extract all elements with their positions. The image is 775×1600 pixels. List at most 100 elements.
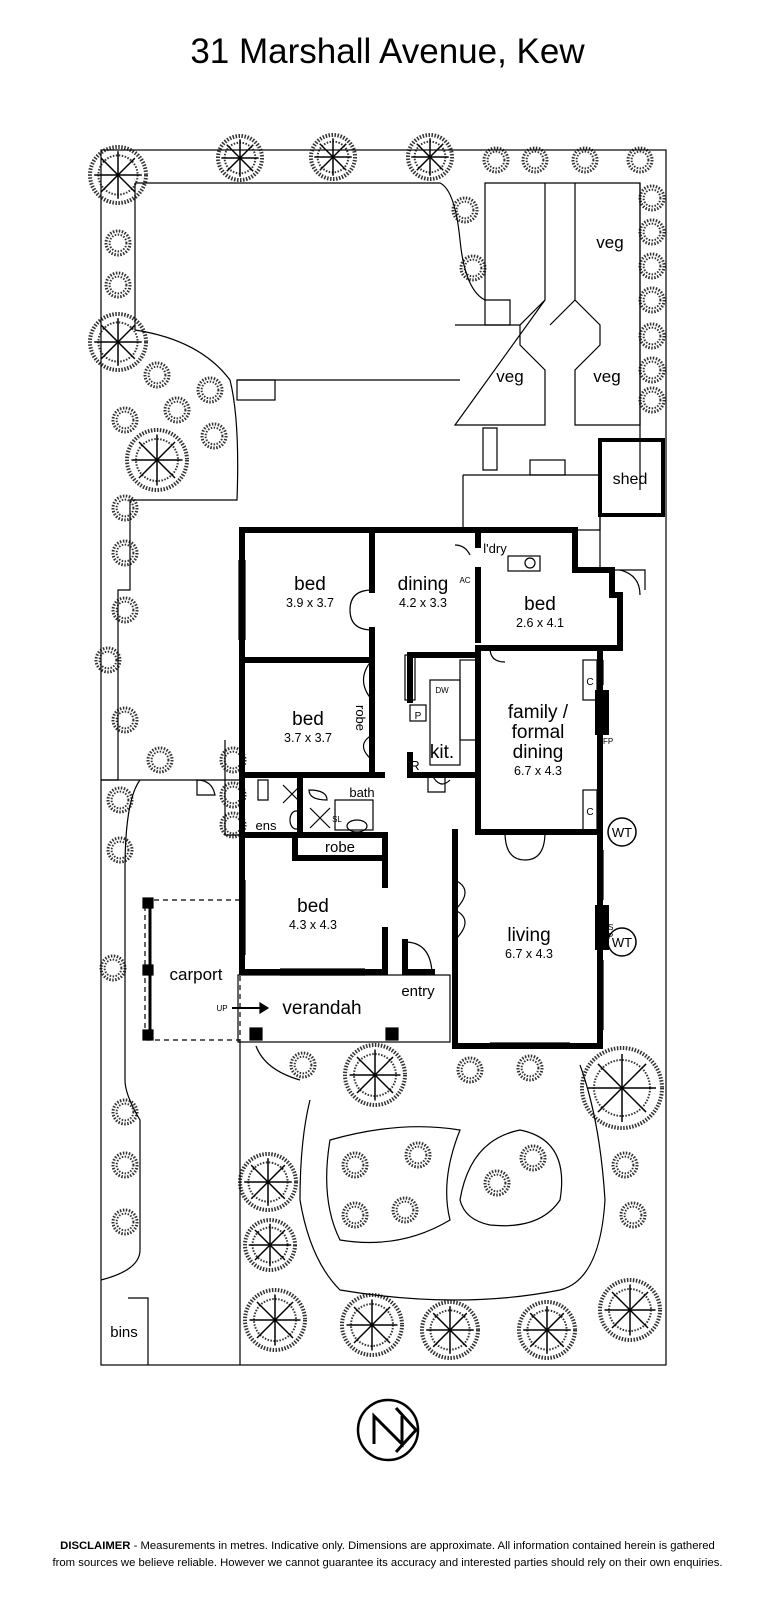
tree-icon — [626, 146, 654, 174]
bed1-dims: 3.9 x 3.7 — [286, 596, 334, 610]
bed3-dims: 3.7 x 3.7 — [284, 731, 332, 745]
tree-icon — [638, 322, 666, 350]
veg-label-2: veg — [496, 367, 523, 386]
tree-icon — [483, 1169, 511, 1197]
ac-label: AC — [459, 576, 470, 585]
tree-icon — [125, 428, 189, 492]
cupboard-label-2: C — [586, 807, 593, 818]
tree-icon — [111, 494, 139, 522]
tree-icon — [611, 1151, 639, 1179]
doors — [142, 544, 641, 1043]
tree-icon — [200, 422, 228, 450]
tree-icon — [104, 271, 132, 299]
family-label-1: family / — [508, 702, 569, 723]
robe2-label: robe — [325, 839, 355, 856]
page-title: 31 Marshall Avenue, Kew — [190, 32, 585, 71]
tree-icon — [456, 1056, 484, 1084]
tree-icon — [340, 1293, 404, 1357]
tree-icon — [517, 1300, 577, 1360]
tree-icon — [482, 146, 510, 174]
living-label: living — [507, 925, 550, 946]
tree-icon — [619, 1201, 647, 1229]
bed3-label: bed — [292, 709, 324, 730]
robe1-label: robe — [353, 705, 368, 731]
north-arrow-icon — [356, 1398, 420, 1462]
fridge-label: R — [410, 758, 419, 773]
bed1-label: bed — [294, 574, 326, 595]
water-tank-label-1: WT — [612, 825, 632, 840]
tree-icon — [343, 1043, 407, 1107]
tree-icon — [106, 836, 134, 864]
disclaimer-heading: DISCLAIMER — [60, 1540, 131, 1552]
tree-icon — [638, 184, 666, 212]
tree-icon — [163, 396, 191, 424]
up-label: UP — [216, 1004, 227, 1013]
water-tank-label-2: WT — [612, 935, 632, 950]
dining-label: dining — [398, 574, 449, 595]
tree-icon — [106, 786, 134, 814]
tree-icon — [521, 146, 549, 174]
gas-label: GAS — [597, 923, 614, 932]
tree-icon — [309, 133, 357, 181]
tree-icon — [238, 1152, 298, 1212]
verandah-label: verandah — [282, 998, 361, 1019]
trees — [88, 133, 666, 1360]
tree-icon — [216, 134, 264, 182]
tree-icon — [638, 252, 666, 280]
bath-label: bath — [349, 785, 374, 800]
disclaimer: DISCLAIMER - Measurements in metres. Ind… — [0, 1538, 775, 1572]
tree-icon — [341, 1151, 369, 1179]
family-label-3: dining — [513, 742, 564, 763]
cupboard-label-1: C — [586, 677, 593, 688]
carport-label: carport — [170, 965, 223, 984]
tree-icon — [143, 361, 171, 389]
tree-icon — [111, 406, 139, 434]
family-dims: 6.7 x 4.3 — [514, 764, 562, 778]
tree-icon — [111, 539, 139, 567]
tree-icon — [404, 1141, 432, 1169]
tree-icon — [420, 1300, 480, 1360]
tree-icon — [516, 1054, 544, 1082]
tree-icon — [519, 1144, 547, 1172]
tree-icon — [111, 1208, 139, 1236]
tree-icon — [451, 196, 479, 224]
pantry-label: P — [415, 711, 422, 722]
tree-icon — [111, 1151, 139, 1179]
laundry-label: l'dry — [483, 541, 507, 556]
tree-icon — [638, 356, 666, 384]
tree-icon — [111, 1098, 139, 1126]
veg-label-1: veg — [596, 233, 623, 252]
bed4-label: bed — [297, 896, 329, 917]
tree-icon — [406, 133, 454, 181]
tree-icon — [196, 376, 224, 404]
bins-label: bins — [110, 1324, 138, 1341]
dw-label: DW — [435, 686, 449, 695]
tree-icon — [391, 1196, 419, 1224]
garden-lines — [100, 182, 665, 1365]
bed4-dims: 4.3 x 4.3 — [289, 918, 337, 932]
disclaimer-line-1: - Measurements in metres. Indicative onl… — [130, 1540, 715, 1552]
tree-icon — [243, 1288, 307, 1352]
tree-icon — [88, 312, 148, 372]
tree-icon — [638, 218, 666, 246]
shed-label: shed — [613, 471, 648, 488]
bed2-label: bed — [524, 594, 556, 615]
bed2-dims: 2.6 x 4.1 — [516, 616, 564, 630]
veg-label-3: veg — [593, 367, 620, 386]
family-label-2: formal — [512, 722, 565, 743]
site-boundary — [100, 149, 667, 1366]
ofp-label: OFP — [597, 737, 613, 746]
tree-icon — [580, 1046, 664, 1130]
gas-ofp-label: OFP — [597, 932, 613, 941]
tree-icon — [104, 229, 132, 257]
kitchen-label: kit. — [430, 742, 454, 763]
tree-icon — [94, 646, 122, 674]
tree-icon — [243, 1218, 297, 1272]
tree-icon — [111, 706, 139, 734]
tree-icon — [289, 1051, 317, 1079]
ensuite-label: ens — [256, 818, 277, 833]
entry-label: entry — [401, 983, 435, 1000]
tree-icon — [111, 596, 139, 624]
tree-icon — [99, 954, 127, 982]
